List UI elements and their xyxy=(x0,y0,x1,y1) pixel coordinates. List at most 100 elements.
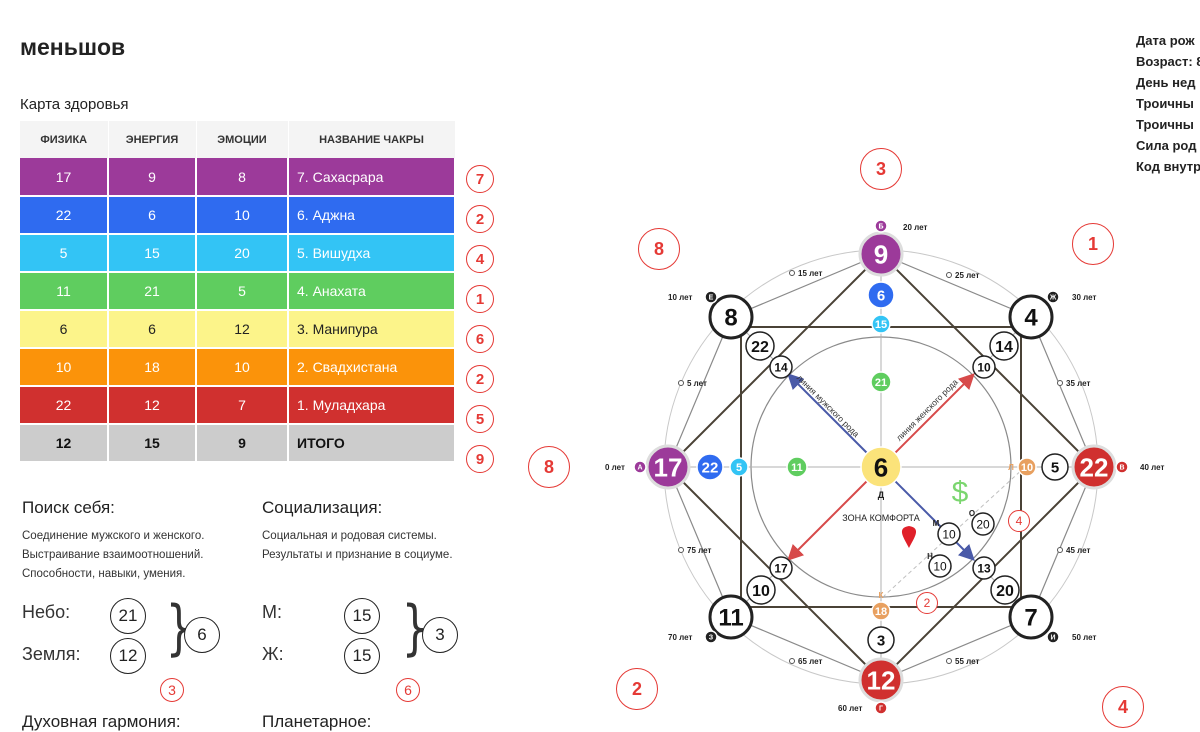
f-value: 15 xyxy=(344,638,380,674)
header-chakra-name: НАЗВАНИЕ ЧАКРЫ xyxy=(288,121,456,158)
cell-physics: 22 xyxy=(20,386,109,425)
node-left-inner: 5 xyxy=(729,457,749,477)
svg-text:А: А xyxy=(637,465,642,472)
row-badge: 6 xyxy=(466,325,494,353)
svg-text:10: 10 xyxy=(752,583,770,600)
cell-physics: 6 xyxy=(20,310,109,349)
self-search-line: Выстраивание взаимоотношений. xyxy=(22,549,204,561)
svg-text:20: 20 xyxy=(976,517,990,531)
cell-energy: 6 xyxy=(108,310,197,349)
cell-chakra-name: 3. Манипура xyxy=(288,310,456,349)
f-label: Ж: xyxy=(262,644,284,664)
node-inner-chain: 20 xyxy=(971,512,995,536)
node-top-inner: 21 xyxy=(870,371,892,393)
svg-text:И: И xyxy=(1050,635,1055,642)
node-top-inner: 6 xyxy=(867,281,895,309)
outer-red-number: 2 xyxy=(916,592,938,614)
cell-emotions: 12 xyxy=(196,310,289,349)
age-label: 70 лет xyxy=(668,633,692,642)
cell-chakra-name: 7. Сахасрара xyxy=(288,158,456,197)
node-bottom-inner: 18 xyxy=(871,601,891,621)
node-left: 17 xyxy=(645,444,691,490)
age-mark: 55 лет xyxy=(955,657,979,666)
row-badge: 4 xyxy=(466,245,494,273)
outer-red-number: 8 xyxy=(528,446,570,488)
age-mark-dot xyxy=(678,380,684,386)
age-label: 10 лет xyxy=(668,293,692,302)
node-inner-chain: 10 xyxy=(937,522,961,546)
node-right-inner: 10 xyxy=(1017,457,1037,477)
point-letter: Б xyxy=(874,219,888,233)
cell-emotions: 20 xyxy=(196,234,289,273)
node-top-inner: 15 xyxy=(871,314,891,334)
heart-icon xyxy=(901,526,917,548)
socialization-line: Результаты и признание в социуме. xyxy=(262,549,453,561)
cell-chakra-name: 5. Вишудха xyxy=(288,234,456,273)
svg-text:11: 11 xyxy=(791,462,803,474)
age-mark: 65 лет xyxy=(798,657,822,666)
age-mark-dot xyxy=(789,658,795,664)
outer-red-number: 1 xyxy=(1072,223,1114,265)
info-line: Троичны xyxy=(1136,117,1194,132)
age-mark: 25 лет xyxy=(955,271,979,280)
cell-chakra-name: 6. Аджна xyxy=(288,196,456,235)
svg-text:12: 12 xyxy=(867,665,896,695)
node-diag: 10 xyxy=(746,575,776,605)
svg-text:5: 5 xyxy=(736,462,742,474)
node-diag: 13 xyxy=(972,556,996,580)
point-letter: Е xyxy=(704,290,718,304)
svg-text:13: 13 xyxy=(977,561,991,575)
socialization-extra: 6 xyxy=(396,678,420,702)
destiny-matrix-diagram: линия мужского рода линия женского рода … xyxy=(605,219,1164,715)
info-line: Возраст: 8 xyxy=(1136,54,1200,69)
age-label: 50 лет xyxy=(1072,633,1096,642)
cell-emotions: 7 xyxy=(196,386,289,425)
sky-value: 21 xyxy=(110,598,146,634)
svg-text:21: 21 xyxy=(875,377,887,389)
svg-text:6: 6 xyxy=(874,452,888,482)
age-label: 40 лет xyxy=(1140,463,1164,472)
point-letter: Г xyxy=(874,701,888,715)
center-letter: Д xyxy=(878,490,885,500)
comfort-zone-label: ЗОНА КОМФОРТА xyxy=(842,513,920,523)
row-badge: 5 xyxy=(466,405,494,433)
cell-energy: 15 xyxy=(108,234,197,273)
cell-energy: 21 xyxy=(108,272,197,311)
self-search-sum: 6 xyxy=(184,617,220,653)
spiritual-title: Духовная гармония: xyxy=(22,712,181,731)
point-letter: В xyxy=(1115,460,1129,474)
svg-text:20: 20 xyxy=(996,583,1014,600)
table-header-row: ФИЗИКА ЭНЕРГИЯ ЭМОЦИИ НАЗВАНИЕ ЧАКРЫ xyxy=(20,121,456,158)
svg-text:17: 17 xyxy=(654,452,683,482)
age-mark-dot xyxy=(1057,380,1063,386)
cell-energy: 12 xyxy=(108,386,197,425)
svg-text:18: 18 xyxy=(875,606,887,618)
age-mark: 35 лет xyxy=(1066,379,1090,388)
node-diag: 10 xyxy=(972,355,996,379)
cell-energy: 6 xyxy=(108,196,197,235)
node-right-inner: 5 xyxy=(1041,453,1069,481)
node-bottom-right: 7 xyxy=(1008,594,1054,640)
cell-chakra-name: 1. Муладхара xyxy=(288,386,456,425)
svg-text:10: 10 xyxy=(942,527,956,541)
svg-text:11: 11 xyxy=(718,605,743,632)
earth-label: Земля: xyxy=(22,644,81,664)
node-diag: 20 xyxy=(990,575,1020,605)
point-letter: К xyxy=(879,591,884,600)
node-bottom-inner: 3 xyxy=(867,626,895,654)
cell-energy: 9 xyxy=(108,158,197,197)
svg-text:З: З xyxy=(709,635,714,642)
male-line-arrow xyxy=(787,373,882,468)
svg-text:14: 14 xyxy=(995,339,1013,356)
node-top-left: 8 xyxy=(708,294,754,340)
header-physics: ФИЗИКА xyxy=(20,121,109,158)
svg-text:Б: Б xyxy=(878,224,883,231)
point-letter: Ж xyxy=(1046,290,1060,304)
svg-text:4: 4 xyxy=(1024,305,1038,332)
cell-emotions: 10 xyxy=(196,196,289,235)
